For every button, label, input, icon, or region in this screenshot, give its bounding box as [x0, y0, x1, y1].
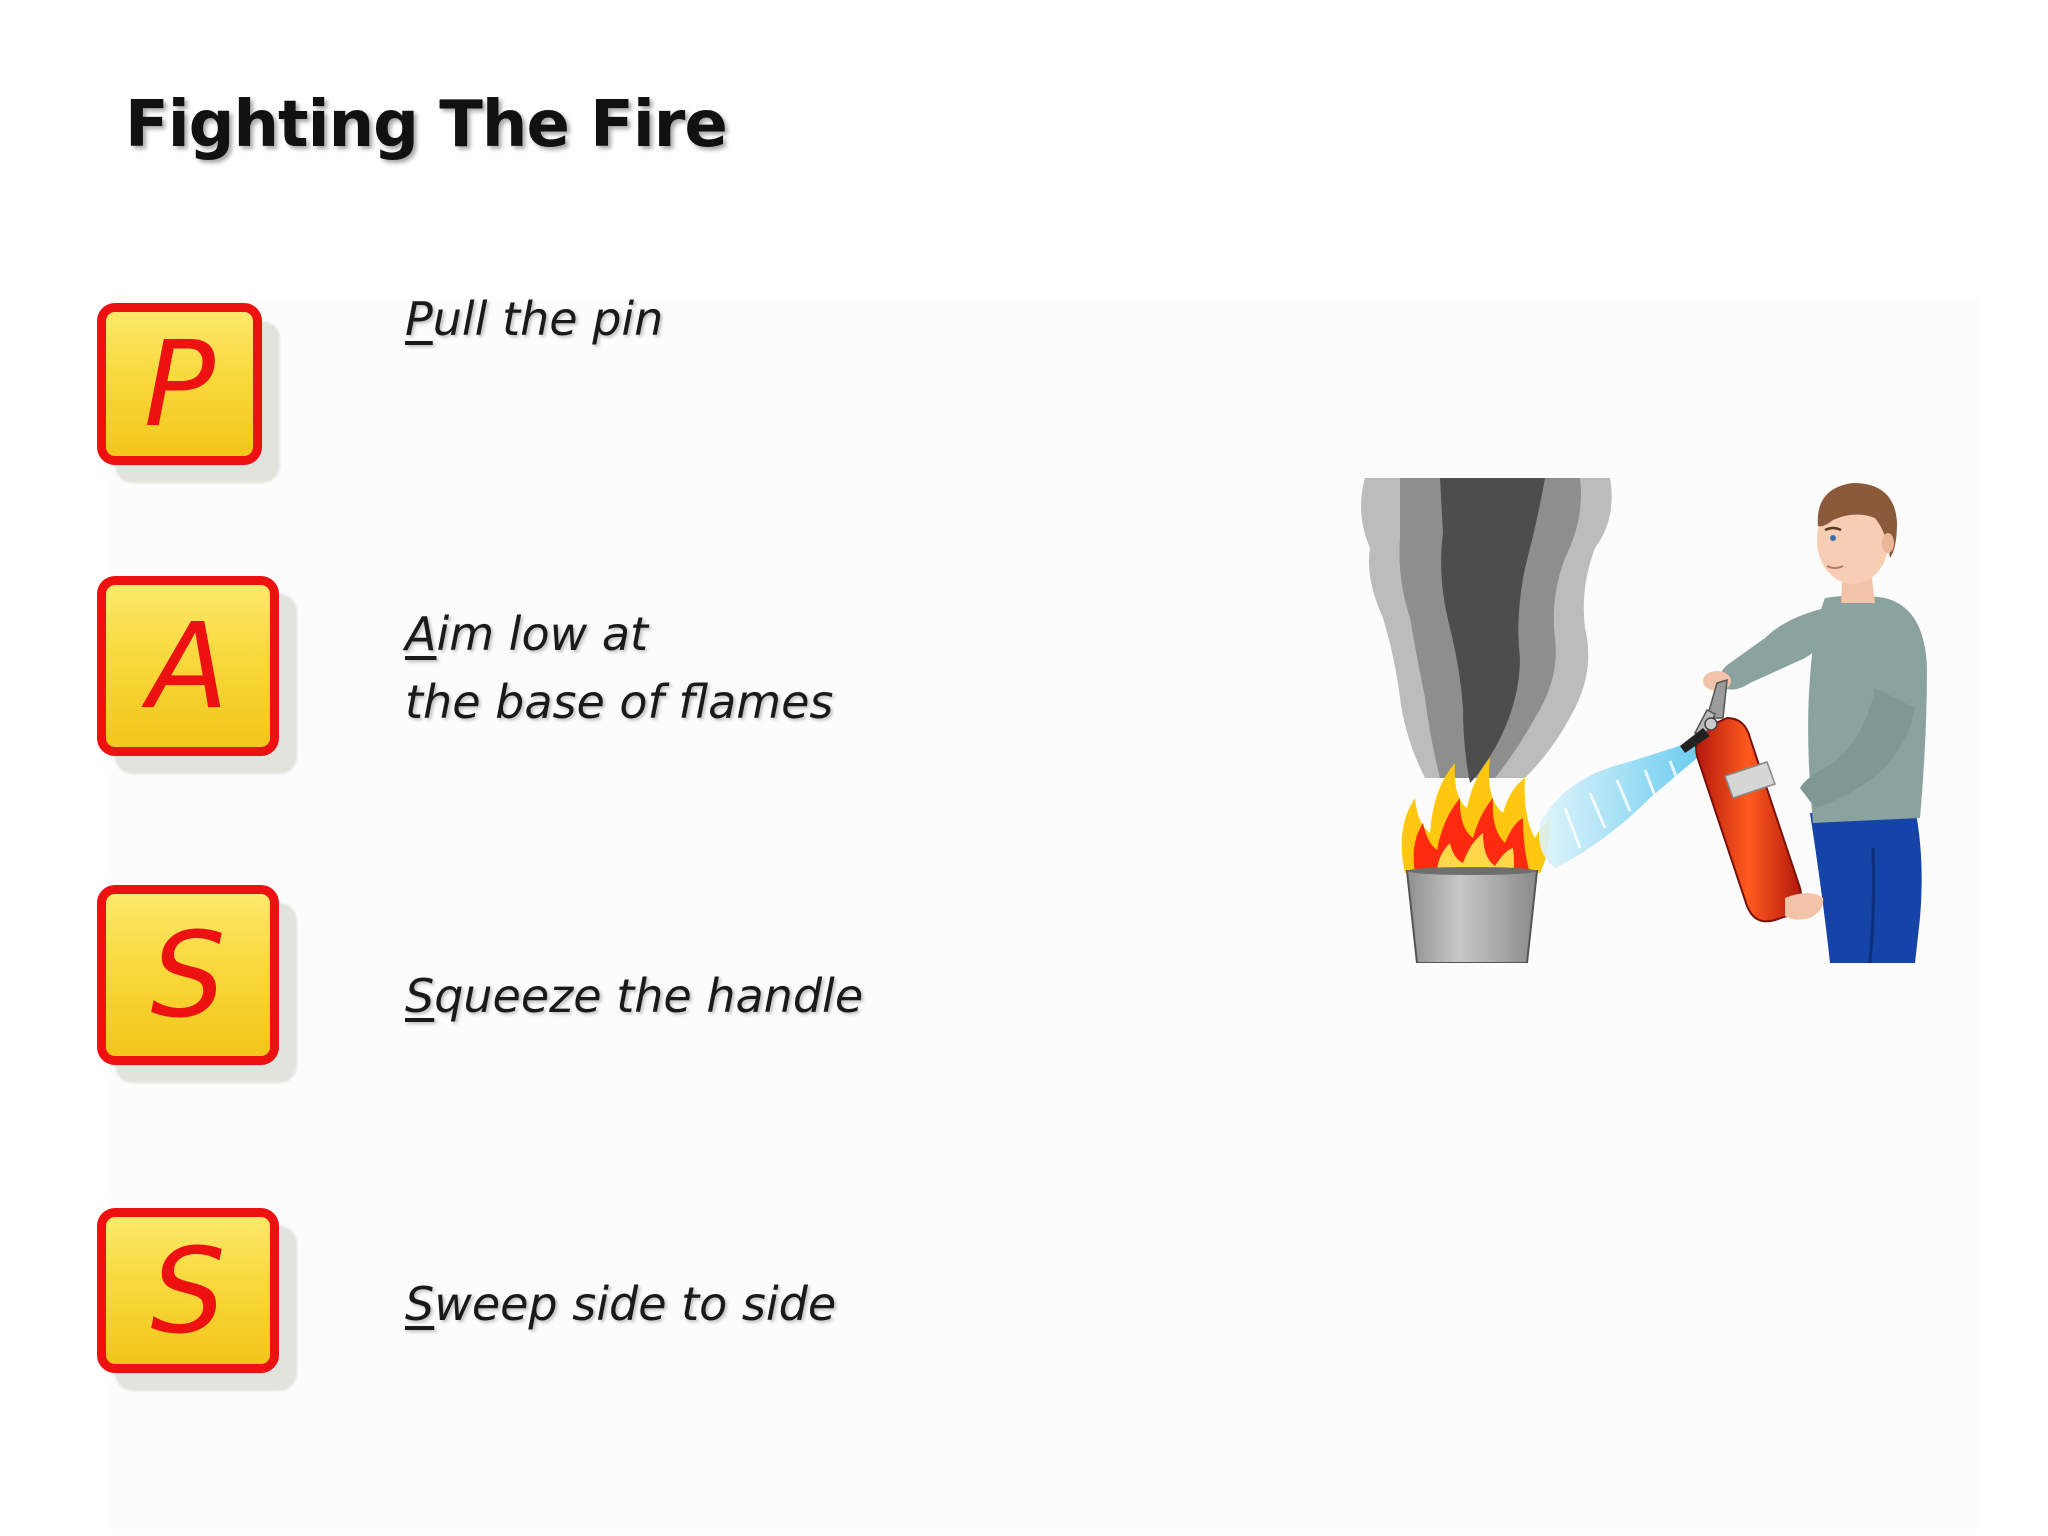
letter-s-squeeze: S — [150, 906, 226, 1044]
step-aim-line2: the base of flames — [405, 675, 834, 729]
step-sweep-text: Sweep side to side — [405, 1270, 836, 1338]
extinguisher-spray-icon — [1539, 735, 1715, 868]
step-sweep-initial: S — [405, 1277, 435, 1331]
bucket-icon — [1405, 867, 1539, 963]
step-sweep-rest: weep side to side — [434, 1277, 837, 1331]
step-pull-text: Pull the pin — [405, 285, 663, 353]
letter-s-sweep: S — [150, 1221, 226, 1360]
smoke-icon — [1361, 478, 1612, 783]
letter-box-s-sweep: S — [97, 1208, 279, 1373]
step-squeeze-rest: queeze the handle — [434, 969, 864, 1023]
step-aim-rest: im low at — [436, 607, 649, 661]
step-pull-initial: P — [405, 292, 433, 346]
person-icon — [1703, 483, 1927, 963]
step-aim-text: Aim low at the base of flames — [405, 600, 833, 736]
letter-a: A — [147, 597, 229, 735]
extinguisher-icon — [1680, 678, 1824, 923]
letter-p: P — [143, 315, 216, 453]
step-aim-line1: Aim low at — [405, 600, 833, 668]
letter-box-a: A — [97, 576, 279, 756]
slide-title: Fighting The Fire — [125, 88, 728, 162]
fire-extinguisher-illustration — [1361, 478, 1927, 963]
step-aim-initial: A — [405, 607, 437, 661]
step-squeeze-text: Squeeze the handle — [405, 962, 863, 1030]
slide-background-shade — [110, 300, 1980, 1530]
step-squeeze-initial: S — [405, 969, 435, 1023]
step-pull-rest: ull the pin — [432, 292, 664, 346]
flame-icon — [1401, 758, 1550, 873]
letter-box-p: P — [97, 303, 262, 465]
letter-box-s-squeeze: S — [97, 885, 279, 1065]
